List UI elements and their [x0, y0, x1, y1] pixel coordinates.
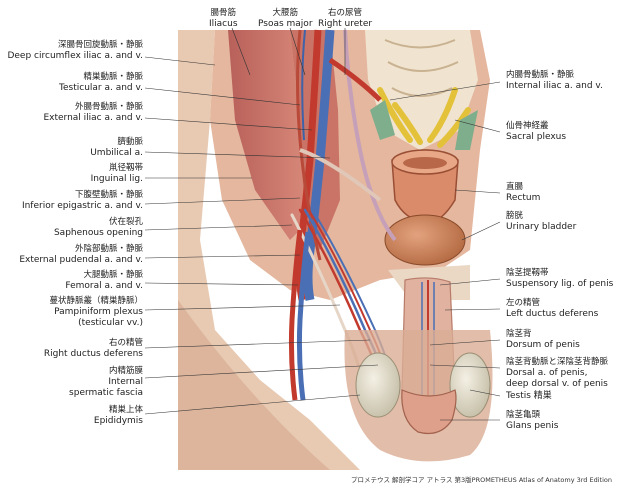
thigh-skin [178, 300, 330, 470]
umbilical-artery [299, 148, 382, 202]
urinary-bladder [384, 214, 466, 266]
external-iliac-vein [303, 29, 335, 301]
right-testis [355, 352, 401, 418]
internal-iliac-artery [328, 57, 382, 102]
leader-lines [144, 27, 501, 421]
credit-line: プロメテウス 解剖学コア アトラス 第3版PROMETHEUS Atlas of… [350, 476, 612, 484]
testicular-vessels [296, 29, 322, 261]
iliacus-muscle [228, 30, 310, 240]
femoral-vessels [288, 229, 303, 401]
left-testis [449, 352, 491, 418]
sacral-plexus [377, 87, 471, 148]
label-testis: Testis 精巣 [506, 391, 552, 401]
right-ureter [343, 29, 397, 242]
label-pampiniform-plexus: 蔓状静脈叢（精巣静脈）Pampiniform plexus(testicular… [49, 296, 143, 328]
